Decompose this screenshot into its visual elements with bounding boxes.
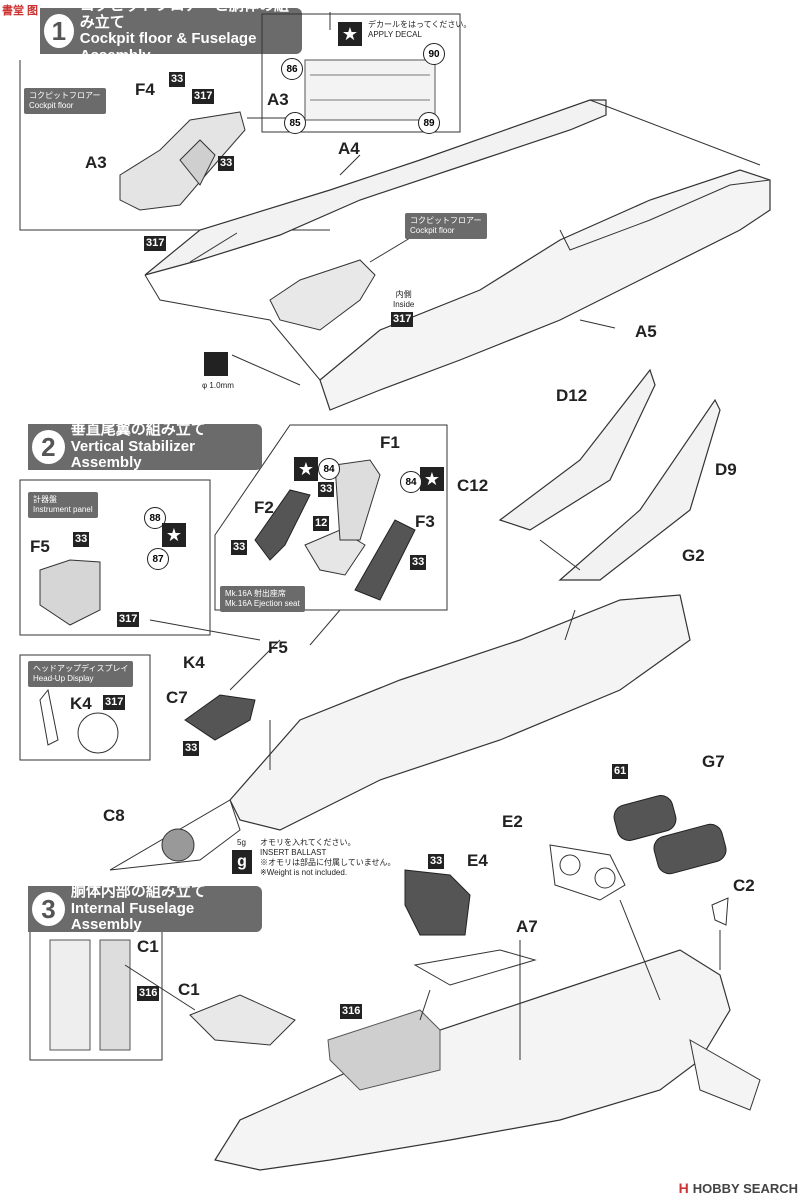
decal-86: 86 (281, 58, 303, 80)
watermark-logo: 書堂 图 (2, 5, 39, 17)
decal-84: 84 (318, 458, 340, 480)
decal-star-icon: ★ (294, 457, 318, 481)
part-c1-b: C1 (178, 980, 200, 999)
part-c2: C2 (733, 876, 755, 895)
part-f4: F4 (135, 80, 155, 99)
decal-85: 85 (284, 112, 306, 134)
part-a3-b: A3 (85, 153, 107, 172)
ballast-note: オモリを入れてください。 INSERT BALLAST ※オモリは部品に付属して… (260, 838, 396, 877)
step-2-banner: 2 垂直尾翼の組み立て Vertical Stabilizer Assembly (28, 421, 262, 472)
part-k4: K4 (183, 653, 205, 672)
part-f5: F5 (30, 537, 50, 556)
instrument-panel-note: 計器盤 Instrument panel (28, 492, 98, 518)
decal-star-icon: ★ (162, 523, 186, 547)
step-3-banner: 3 胴体内部の組み立て Internal Fuselage Assembly (28, 883, 262, 934)
paint-code-317: 317 (117, 612, 140, 627)
part-a4: A4 (338, 139, 360, 158)
drill-note: φ 1.0mm (202, 381, 234, 390)
step-1-banner: 1 コクピットフロアーと胴体の組み立て Cockpit floor & Fuse… (40, 0, 302, 63)
part-a7: A7 (516, 917, 538, 936)
decal-84: 84 (400, 471, 422, 493)
decal-note: デカールをはってください。 APPLY DECAL (368, 20, 472, 39)
decal-star-icon: ★ (338, 22, 362, 46)
part-d12: D12 (556, 386, 588, 405)
part-f1: F1 (380, 433, 400, 452)
step-title-jp: コクピットフロアーと胴体の組み立て (79, 0, 289, 31)
part-g7: G7 (702, 752, 725, 771)
step-number: 3 (32, 892, 65, 926)
part-c12: C12 (457, 476, 489, 495)
part-e4: E4 (467, 851, 488, 870)
decal-89: 89 (418, 112, 440, 134)
step-title-en: Vertical Stabilizer Assembly (70, 437, 195, 472)
step-title-jp: 胴体内部の組み立て (70, 883, 206, 901)
brand-name: HOBBY SEARCH (692, 1180, 798, 1196)
paint-code-317: 317 (103, 695, 126, 710)
step-number: 1 (44, 14, 74, 48)
part-c7: C7 (166, 688, 188, 707)
decal-87: 87 (147, 548, 169, 570)
hud-note: ヘッドアップディスプレイ Head-Up Display (28, 661, 134, 687)
part-c8: C8 (103, 806, 125, 825)
paint-code-33: 33 (183, 741, 200, 756)
part-f5-b: F5 (268, 638, 288, 657)
step-number: 2 (32, 430, 65, 464)
part-k4-b: K4 (70, 694, 92, 713)
paint-code-61: 61 (612, 764, 629, 779)
cockpit-floor-note: コクピットフロアー Cockpit floor (405, 213, 487, 239)
paint-code-33: 33 (169, 72, 186, 87)
part-f3: F3 (415, 512, 435, 531)
decal-star-icon: ★ (420, 467, 444, 491)
paint-code-316: 316 (137, 986, 160, 1001)
paint-code-317: 317 (192, 89, 215, 104)
ballast-weight: 5g (237, 838, 246, 847)
step-title-en: Cockpit floor & Fuselage Assembly (79, 30, 257, 64)
part-c1: C1 (137, 937, 159, 956)
ejection-seat-note: Mk.16A 射出座席 Mk.16A Ejection seat (220, 586, 305, 612)
part-d9: D9 (715, 460, 737, 479)
paint-code-33: 33 (410, 555, 427, 570)
paint-code-33: 33 (73, 532, 90, 547)
hobby-search-footer: H HOBBY SEARCH (679, 1180, 798, 1196)
step-title-jp: 垂直尾翼の組み立て (70, 421, 206, 439)
part-f2: F2 (254, 498, 274, 517)
paint-code-317: 317 (144, 236, 167, 251)
drill-icon (204, 352, 228, 376)
part-a5: A5 (635, 322, 657, 341)
ballast-weight-icon: g (232, 850, 252, 874)
decal-90: 90 (423, 43, 445, 65)
part-e2: E2 (502, 812, 523, 831)
decal-88: 88 (144, 507, 166, 529)
paint-code-316: 316 (340, 1004, 363, 1019)
hobby-search-logo-icon: H (678, 1180, 689, 1196)
paint-code-33: 33 (428, 854, 445, 869)
paint-code-317: 317 (391, 312, 414, 327)
paint-code-33: 33 (318, 482, 335, 497)
paint-code-33: 33 (231, 540, 248, 555)
paint-code-33: 33 (218, 156, 235, 171)
cockpit-floor-note: コクピットフロアー Cockpit floor (24, 88, 106, 114)
part-g2: G2 (682, 546, 705, 565)
part-a3: A3 (267, 90, 289, 109)
inside-note: 内側 Inside (393, 290, 415, 309)
step-title-en: Internal Fuselage Assembly (70, 899, 195, 934)
part-12: 12 (313, 516, 330, 531)
